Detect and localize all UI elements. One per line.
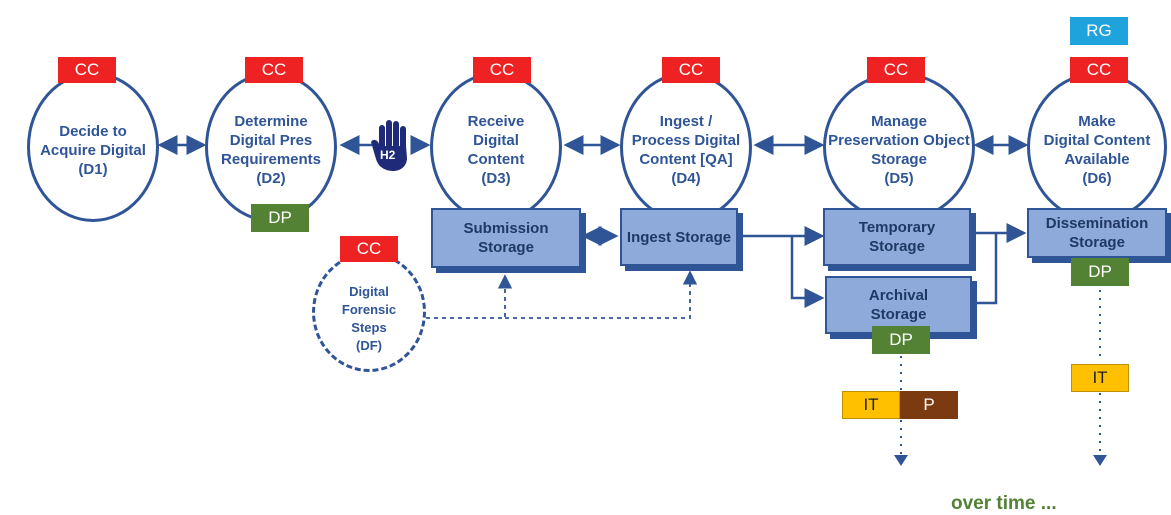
- stage-df: Digital Forensic Steps (DF): [312, 252, 426, 372]
- cc-badge-d6: CC: [1070, 57, 1128, 83]
- submission-storage: Submission Storage: [431, 208, 581, 268]
- arrowhead-dissemination-timeline: [1093, 455, 1107, 466]
- it-badge-dissemination: IT: [1071, 364, 1129, 392]
- dashed-forensic-ingest: [505, 270, 698, 319]
- stage-df-label: Digital Forensic Steps (DF): [341, 284, 397, 353]
- stage-d2: Determine Digital Pres Requirements (D2): [205, 72, 337, 222]
- rg-badge-d6: RG: [1070, 17, 1128, 45]
- p-badge-archival: P: [900, 391, 958, 419]
- dp-badge-d2: DP: [251, 204, 309, 232]
- stage-d6: Make Digital Content Available (D6): [1027, 72, 1167, 222]
- stage-d4-label: Ingest / Process Digital Content [QA] (D…: [631, 113, 741, 187]
- stage-d1-label: Decide to Acquire Digital (D1): [40, 122, 146, 178]
- submission-storage-label: Submission Storage: [463, 220, 549, 256]
- stage-d4: Ingest / Process Digital Content [QA] (D…: [620, 72, 752, 222]
- arrow-ingest-archival: [790, 236, 825, 308]
- arrow-archival-dissemination: [974, 233, 998, 305]
- archival-storage-label: Archival Storage: [868, 287, 929, 323]
- dissemination-storage: Dissemination Storage: [1027, 208, 1167, 258]
- cc-badge-d3: CC: [473, 57, 531, 83]
- dp-badge-dissemination: DP: [1071, 258, 1129, 286]
- dashed-forensic-submission: [426, 274, 513, 319]
- cc-badge-d1: CC: [58, 57, 116, 83]
- cc-badge-d2: CC: [245, 57, 303, 83]
- cc-badge-d4: CC: [662, 57, 720, 83]
- temporary-storage: Temporary Storage: [823, 208, 971, 266]
- stage-d3: Receive Digital Content (D3): [430, 72, 562, 222]
- dp-badge-archival: DP: [872, 326, 930, 354]
- over-time-caption: over time ...: [951, 493, 1057, 514]
- ingest-storage: Ingest Storage: [620, 208, 738, 266]
- cc-badge-df: CC: [340, 236, 398, 262]
- stage-d2-label: Determine Digital Pres Requirements (D2): [220, 113, 322, 187]
- ingest-storage-label: Ingest Storage: [626, 228, 732, 246]
- dissemination-storage-label: Dissemination Storage: [1045, 215, 1149, 251]
- cc-badge-d5: CC: [867, 57, 925, 83]
- it-badge-archival: IT: [842, 391, 900, 419]
- stage-d1: Decide to Acquire Digital (D1): [27, 72, 159, 222]
- stage-d5-label: Manage Preservation Object Storage (D5): [828, 113, 970, 187]
- stage-d6-label: Make Digital Content Available (D6): [1043, 113, 1151, 187]
- h2-label: H2: [380, 148, 396, 162]
- raised-hand-icon: H2: [367, 116, 417, 172]
- temporary-storage-label: Temporary Storage: [858, 219, 936, 255]
- arrowhead-archival-timeline: [894, 455, 908, 466]
- stage-d5: Manage Preservation Object Storage (D5): [823, 72, 975, 222]
- stage-d3-label: Receive Digital Content (D3): [467, 113, 525, 187]
